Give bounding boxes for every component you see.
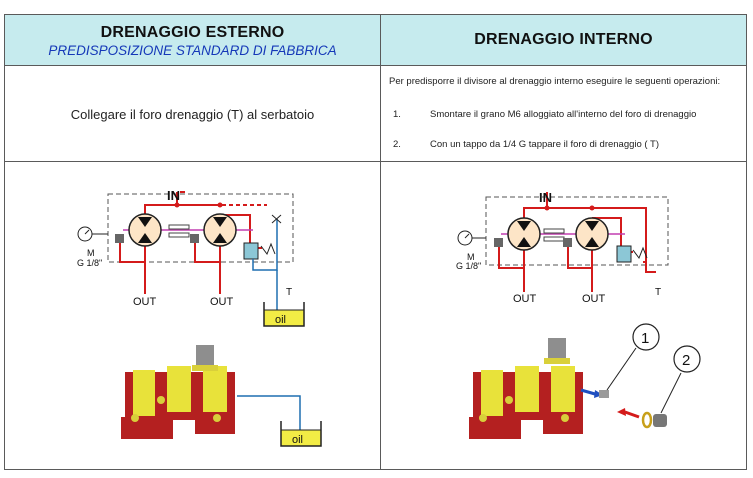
external-instruction: Collegare il foro drenaggio (T) al serba…: [70, 107, 315, 122]
callout-1: 1: [641, 330, 649, 347]
step-1-text: Smontare il grano M6 alloggiato all'inte…: [430, 109, 697, 120]
right-gauge-label: M: [467, 252, 475, 262]
external-drain-diagram: IN OUT OUT M G 1/8" T oil oil: [77, 188, 322, 447]
left-gauge-thread: G 1/8": [77, 258, 102, 268]
right-tank-port-label: T: [655, 287, 661, 298]
divider-block-illustration-internal: [469, 338, 682, 439]
row-divider-1: [5, 65, 746, 66]
internal-drain-diagram: IN OUT OUT M G 1/8" T 1 2: [456, 190, 701, 439]
step-2-text: Con un tappo da 1/4 G tappare il foro di…: [430, 139, 660, 150]
step-2-number: 2.: [393, 139, 401, 150]
header-internal: DRENAGGIO INTERNO: [381, 15, 746, 65]
column-divider: [380, 15, 381, 469]
left-out1-label: OUT: [133, 296, 157, 308]
left-in-label: IN: [167, 188, 180, 203]
step-1-number: 1.: [393, 109, 401, 120]
header-internal-title: DRENAGGIO INTERNO: [474, 31, 653, 48]
left-gauge-label: M: [87, 248, 95, 258]
left-tank-label-2: oil: [292, 434, 303, 446]
row-divider-2: [5, 161, 746, 162]
divider-block-illustration: [121, 345, 301, 439]
drain-table: DRENAGGIO ESTERNO PREDISPOSIZIONE STANDA…: [4, 14, 747, 470]
internal-intro: Per predisporre il divisore al drenaggio…: [389, 76, 721, 87]
right-gauge-thread: G 1/8": [456, 261, 481, 271]
header-external: DRENAGGIO ESTERNO PREDISPOSIZIONE STANDA…: [5, 15, 380, 65]
left-tank-label-1: oil: [275, 314, 286, 326]
header-external-subtitle: PREDISPOSIZIONE STANDARD DI FABBRICA: [48, 43, 337, 58]
header-external-title: DRENAGGIO ESTERNO: [100, 24, 285, 41]
left-tank-port-label: T: [286, 287, 292, 298]
right-out2-label: OUT: [582, 293, 606, 305]
callout-2: 2: [682, 352, 690, 369]
right-in-label: IN: [539, 190, 552, 205]
right-out1-label: OUT: [513, 293, 537, 305]
left-out2-label: OUT: [210, 296, 234, 308]
